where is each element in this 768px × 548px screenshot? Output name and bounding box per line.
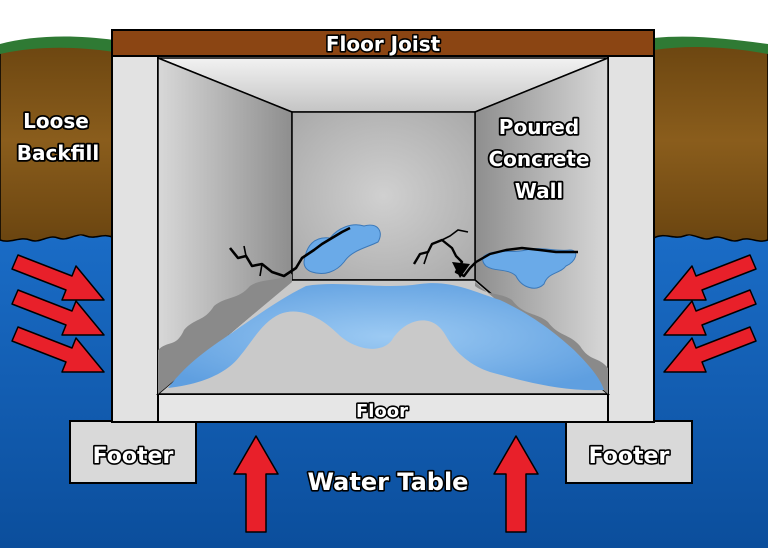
red-arrow-icon: [663, 326, 757, 373]
crack-icon-right-branch: [423, 229, 469, 265]
red-arrow-icon: [11, 289, 105, 336]
footer-left-block: [69, 420, 197, 484]
right-grass: [654, 36, 768, 54]
floor-slab: [157, 393, 609, 423]
loose-backfill-label-line2: Backfill: [17, 141, 99, 165]
right-backfill-soil: [653, 39, 768, 242]
crack-icon: [228, 226, 351, 278]
left-grass: [0, 36, 114, 54]
floor-joist-label: Floor Joist: [326, 32, 441, 56]
red-arrow-icon: [11, 326, 105, 373]
red-arrow-icon: [11, 254, 105, 301]
red-arrow-icon: [663, 289, 757, 336]
water-table-label: Water Table: [308, 468, 469, 496]
loose-backfill-label-line1: Loose: [23, 109, 89, 133]
footer-right-label: Footer: [589, 444, 670, 469]
red-arrow-icon: [663, 254, 757, 301]
red-arrow-icon: [233, 435, 279, 533]
red-arrow-icon: [493, 435, 539, 533]
poured-concrete-label-line2: Concrete: [488, 147, 589, 171]
poured-concrete-label-line1: Poured: [499, 115, 579, 139]
crack-opening: [452, 262, 470, 278]
footer-left-label: Footer: [93, 444, 174, 469]
footer-right-block: [565, 420, 693, 484]
floor-label: Floor: [356, 401, 408, 422]
crack-icon-branch: [243, 245, 263, 277]
poured-concrete-label-line3: Wall: [515, 179, 564, 203]
left-foundation-wall: [111, 53, 159, 423]
floor-flood-water: [168, 283, 604, 391]
floor-joist-beam: [111, 29, 655, 57]
right-foundation-wall: [607, 53, 655, 423]
